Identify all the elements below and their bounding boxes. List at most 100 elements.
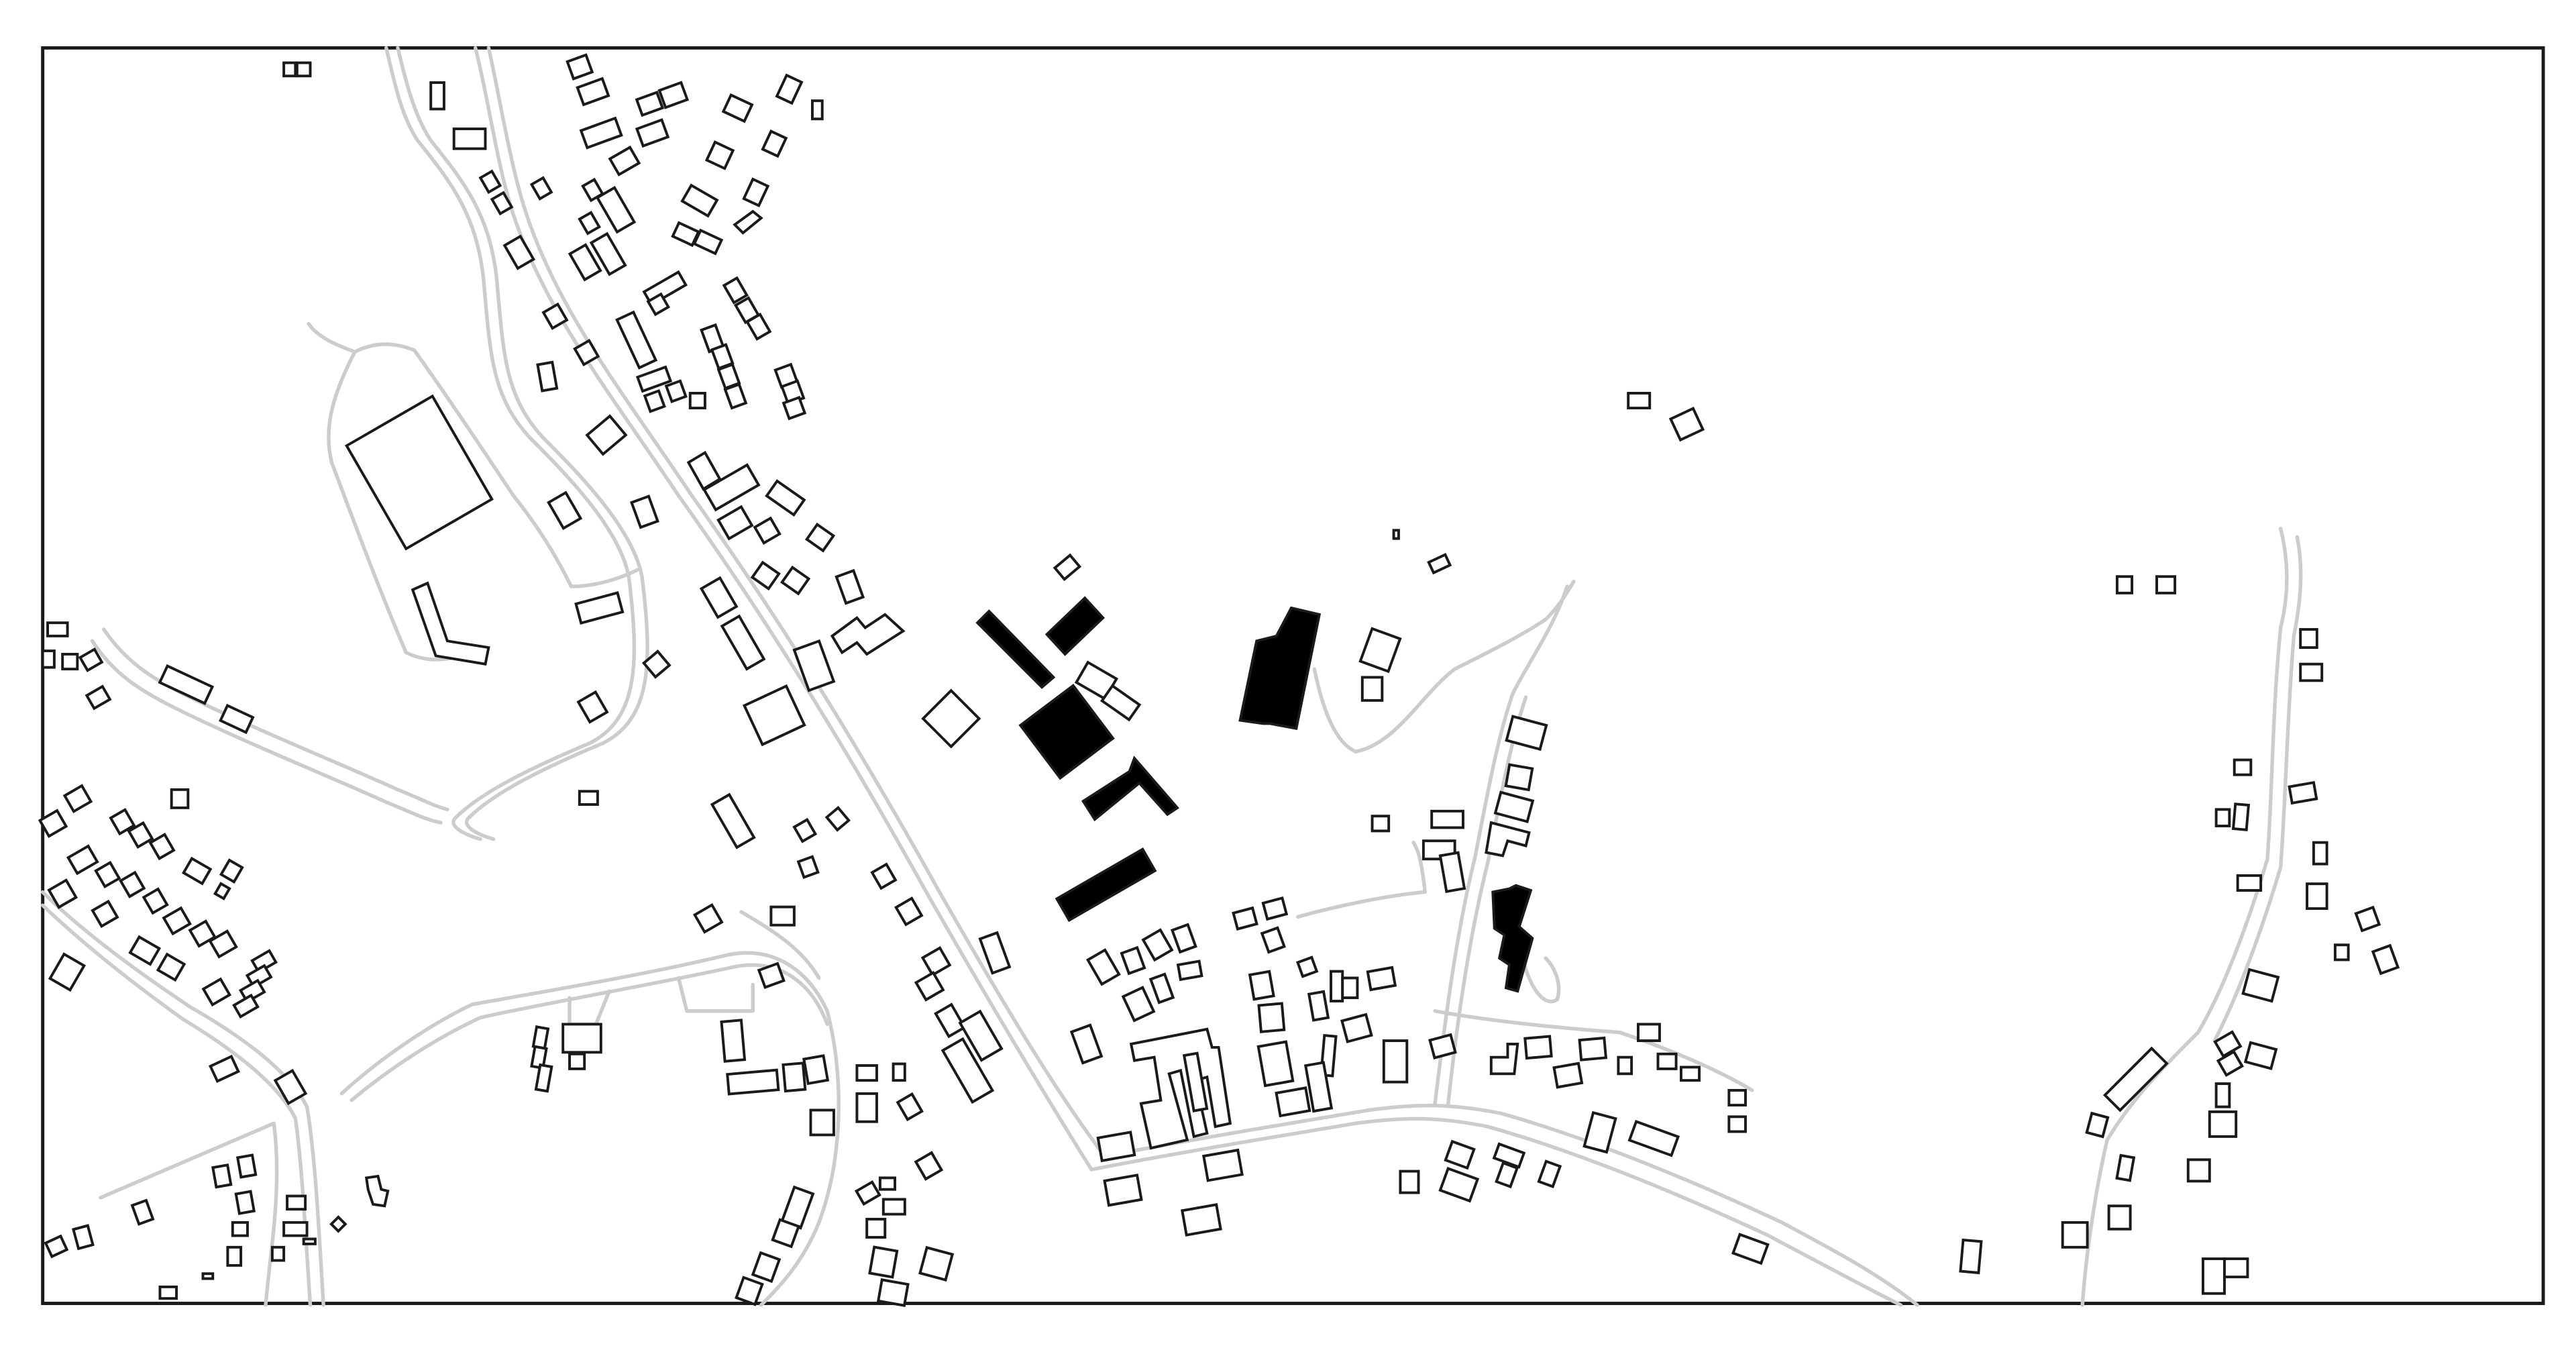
building — [44, 1234, 69, 1259]
building — [2155, 575, 2177, 594]
road-south-west-branch — [99, 1121, 279, 1307]
building — [585, 414, 628, 456]
highlighted-building — [1055, 847, 1157, 923]
building — [1627, 391, 1652, 410]
building — [635, 118, 670, 148]
building — [771, 1218, 801, 1249]
building — [531, 1025, 550, 1050]
building — [635, 91, 665, 117]
building — [868, 1245, 899, 1279]
building — [810, 99, 824, 121]
building — [780, 565, 811, 596]
building — [1552, 1061, 1584, 1089]
building — [162, 906, 192, 936]
building — [47, 878, 78, 909]
building — [1582, 1110, 1617, 1154]
road-spur — [739, 910, 821, 980]
building — [1201, 1148, 1244, 1182]
building — [579, 116, 623, 150]
building — [782, 395, 807, 421]
building — [2208, 1110, 2238, 1138]
building — [1358, 627, 1402, 674]
building — [710, 792, 756, 849]
highlighted-building — [1081, 756, 1179, 822]
building — [726, 1068, 780, 1096]
building — [2214, 1082, 2231, 1108]
building — [1295, 955, 1319, 978]
building-l-shape — [411, 581, 490, 666]
building — [578, 211, 601, 236]
building — [792, 817, 818, 843]
building — [716, 505, 754, 541]
building — [1485, 821, 1531, 858]
building — [208, 929, 238, 959]
highlighted-building — [975, 609, 1056, 689]
map-frame — [41, 46, 2545, 1305]
building — [1505, 715, 1548, 751]
building — [1428, 1033, 1457, 1059]
building — [1371, 815, 1391, 833]
building — [855, 1064, 878, 1082]
building — [576, 690, 609, 724]
building — [855, 1092, 878, 1123]
highlighted-building-layer — [975, 596, 1534, 993]
building — [804, 522, 836, 553]
building — [1382, 1039, 1409, 1084]
building — [1141, 928, 1174, 962]
building — [702, 463, 761, 512]
building — [1427, 552, 1452, 575]
building — [211, 1163, 233, 1189]
building — [881, 1198, 906, 1216]
building — [2288, 780, 2318, 805]
building — [641, 650, 672, 679]
building — [478, 169, 502, 195]
building — [85, 684, 112, 711]
building — [231, 1221, 249, 1237]
highlighted-building — [1491, 884, 1534, 993]
building — [94, 860, 121, 889]
highlighted-building — [1238, 606, 1322, 731]
building — [635, 365, 673, 393]
building — [2306, 882, 2328, 911]
building — [878, 1176, 897, 1191]
building — [2243, 1041, 2278, 1071]
building — [657, 81, 690, 109]
building — [1438, 1166, 1480, 1203]
building — [1232, 906, 1258, 931]
building — [1959, 1238, 1983, 1275]
road-west — [102, 627, 449, 812]
building — [302, 1237, 317, 1245]
building — [188, 919, 217, 948]
building — [643, 388, 666, 413]
building — [824, 806, 851, 832]
road-north-east — [1433, 584, 1569, 1106]
building — [941, 1037, 995, 1104]
road-central-south — [339, 951, 841, 1307]
building — [704, 140, 735, 170]
building — [589, 231, 627, 276]
building — [576, 76, 610, 107]
building — [91, 899, 119, 929]
building — [1731, 1233, 1770, 1265]
building — [213, 882, 231, 900]
building — [66, 844, 99, 876]
building — [775, 73, 804, 105]
building — [646, 292, 671, 317]
building — [894, 896, 924, 927]
building — [1260, 926, 1286, 954]
road-sports-ring — [307, 321, 458, 662]
building — [782, 1061, 807, 1093]
building — [568, 1052, 586, 1070]
building — [61, 652, 79, 671]
building — [574, 591, 625, 625]
building — [735, 1276, 764, 1306]
building — [1256, 1040, 1295, 1088]
building — [809, 1108, 835, 1137]
building — [1341, 976, 1359, 1000]
building — [2115, 1153, 2136, 1182]
building — [692, 228, 724, 256]
building — [1340, 1013, 1373, 1043]
building — [1330, 970, 1344, 1002]
